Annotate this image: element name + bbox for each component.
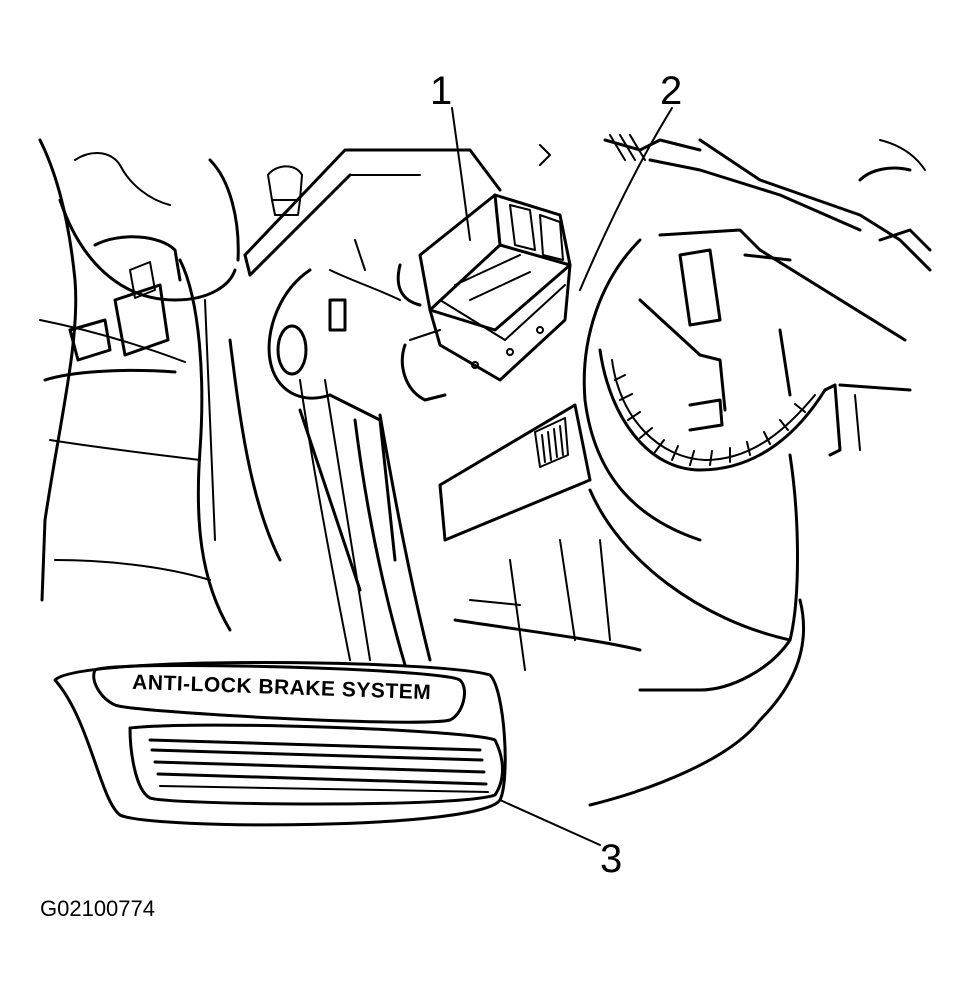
knee-bolster-panel	[438, 403, 642, 671]
brake-pedal-arm	[299, 379, 432, 667]
abs-control-module	[396, 193, 572, 402]
callout-leader-1	[451, 107, 471, 241]
callout-leader-3	[499, 799, 601, 846]
callout-leaders	[451, 107, 673, 846]
callout-number-3: 3	[600, 837, 622, 881]
callout-leader-2	[579, 107, 673, 291]
callout-number-2: 2	[660, 69, 682, 113]
callout-number-1: 1	[430, 69, 452, 113]
mounting-bracket	[228, 148, 502, 592]
pedal-label: ANTI-LOCK BRAKE SYSTEM	[132, 671, 432, 704]
instrument-panel-structure	[539, 134, 932, 807]
figure-id: G02100774	[40, 896, 155, 921]
steering-column-area	[38, 138, 240, 632]
brake-pedal-pad: ANTI-LOCK BRAKE SYSTEM	[53, 661, 507, 827]
